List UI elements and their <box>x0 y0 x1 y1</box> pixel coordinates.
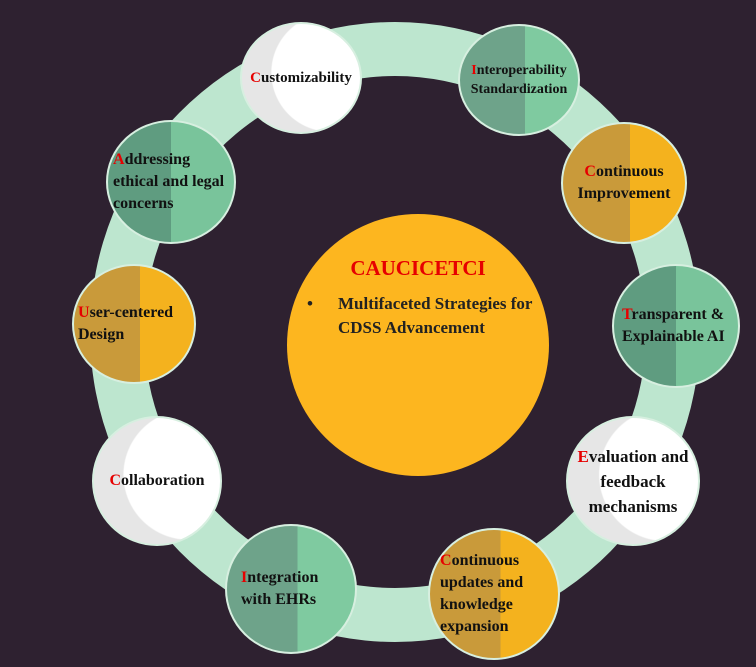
node-collaboration: Collaboration <box>92 416 222 546</box>
node-label: Integration with EHRs <box>241 569 319 608</box>
node-label: Addressing ethical and legal concerns <box>113 151 225 212</box>
node-label: Customizability <box>250 70 352 86</box>
node-integration-ehrs: Integration with EHRs <box>225 524 357 654</box>
node-continuous-improvement: Continuous Improvement <box>561 122 687 244</box>
center-circle: CAUCICETCI • Multifaceted Strategies for… <box>287 214 549 476</box>
node-transparent-ai: Transparent & Explainable AI <box>612 264 740 388</box>
node-label: User-centered Design <box>78 304 174 343</box>
node-evaluation: Evaluation and feedback mechanisms <box>566 416 700 546</box>
node-customizability: Customizability <box>240 22 362 134</box>
node-label: Collaboration <box>109 472 205 489</box>
node-label: Continuous updates and knowledge expansi… <box>440 552 524 635</box>
center-bullet: • <box>307 294 313 313</box>
node-label: Interoperability Standardization <box>470 63 568 97</box>
node-label: Evaluation and feedback mechanisms <box>577 446 689 516</box>
node-ethical-legal: Addressing ethical and legal concerns <box>106 120 236 244</box>
node-user-centered: User-centered Design <box>72 264 196 384</box>
node-label: Transparent & Explainable AI <box>622 306 725 345</box>
node-label: Continuous Improvement <box>577 163 671 202</box>
center-text: Multifaceted Strategies for CDSS Advance… <box>338 294 533 337</box>
node-interoperability: Interoperability Standardization <box>458 24 580 136</box>
node-continuous-updates: Continuous updates and knowledge expansi… <box>428 528 560 660</box>
center-title: CAUCICETCI <box>350 256 486 280</box>
